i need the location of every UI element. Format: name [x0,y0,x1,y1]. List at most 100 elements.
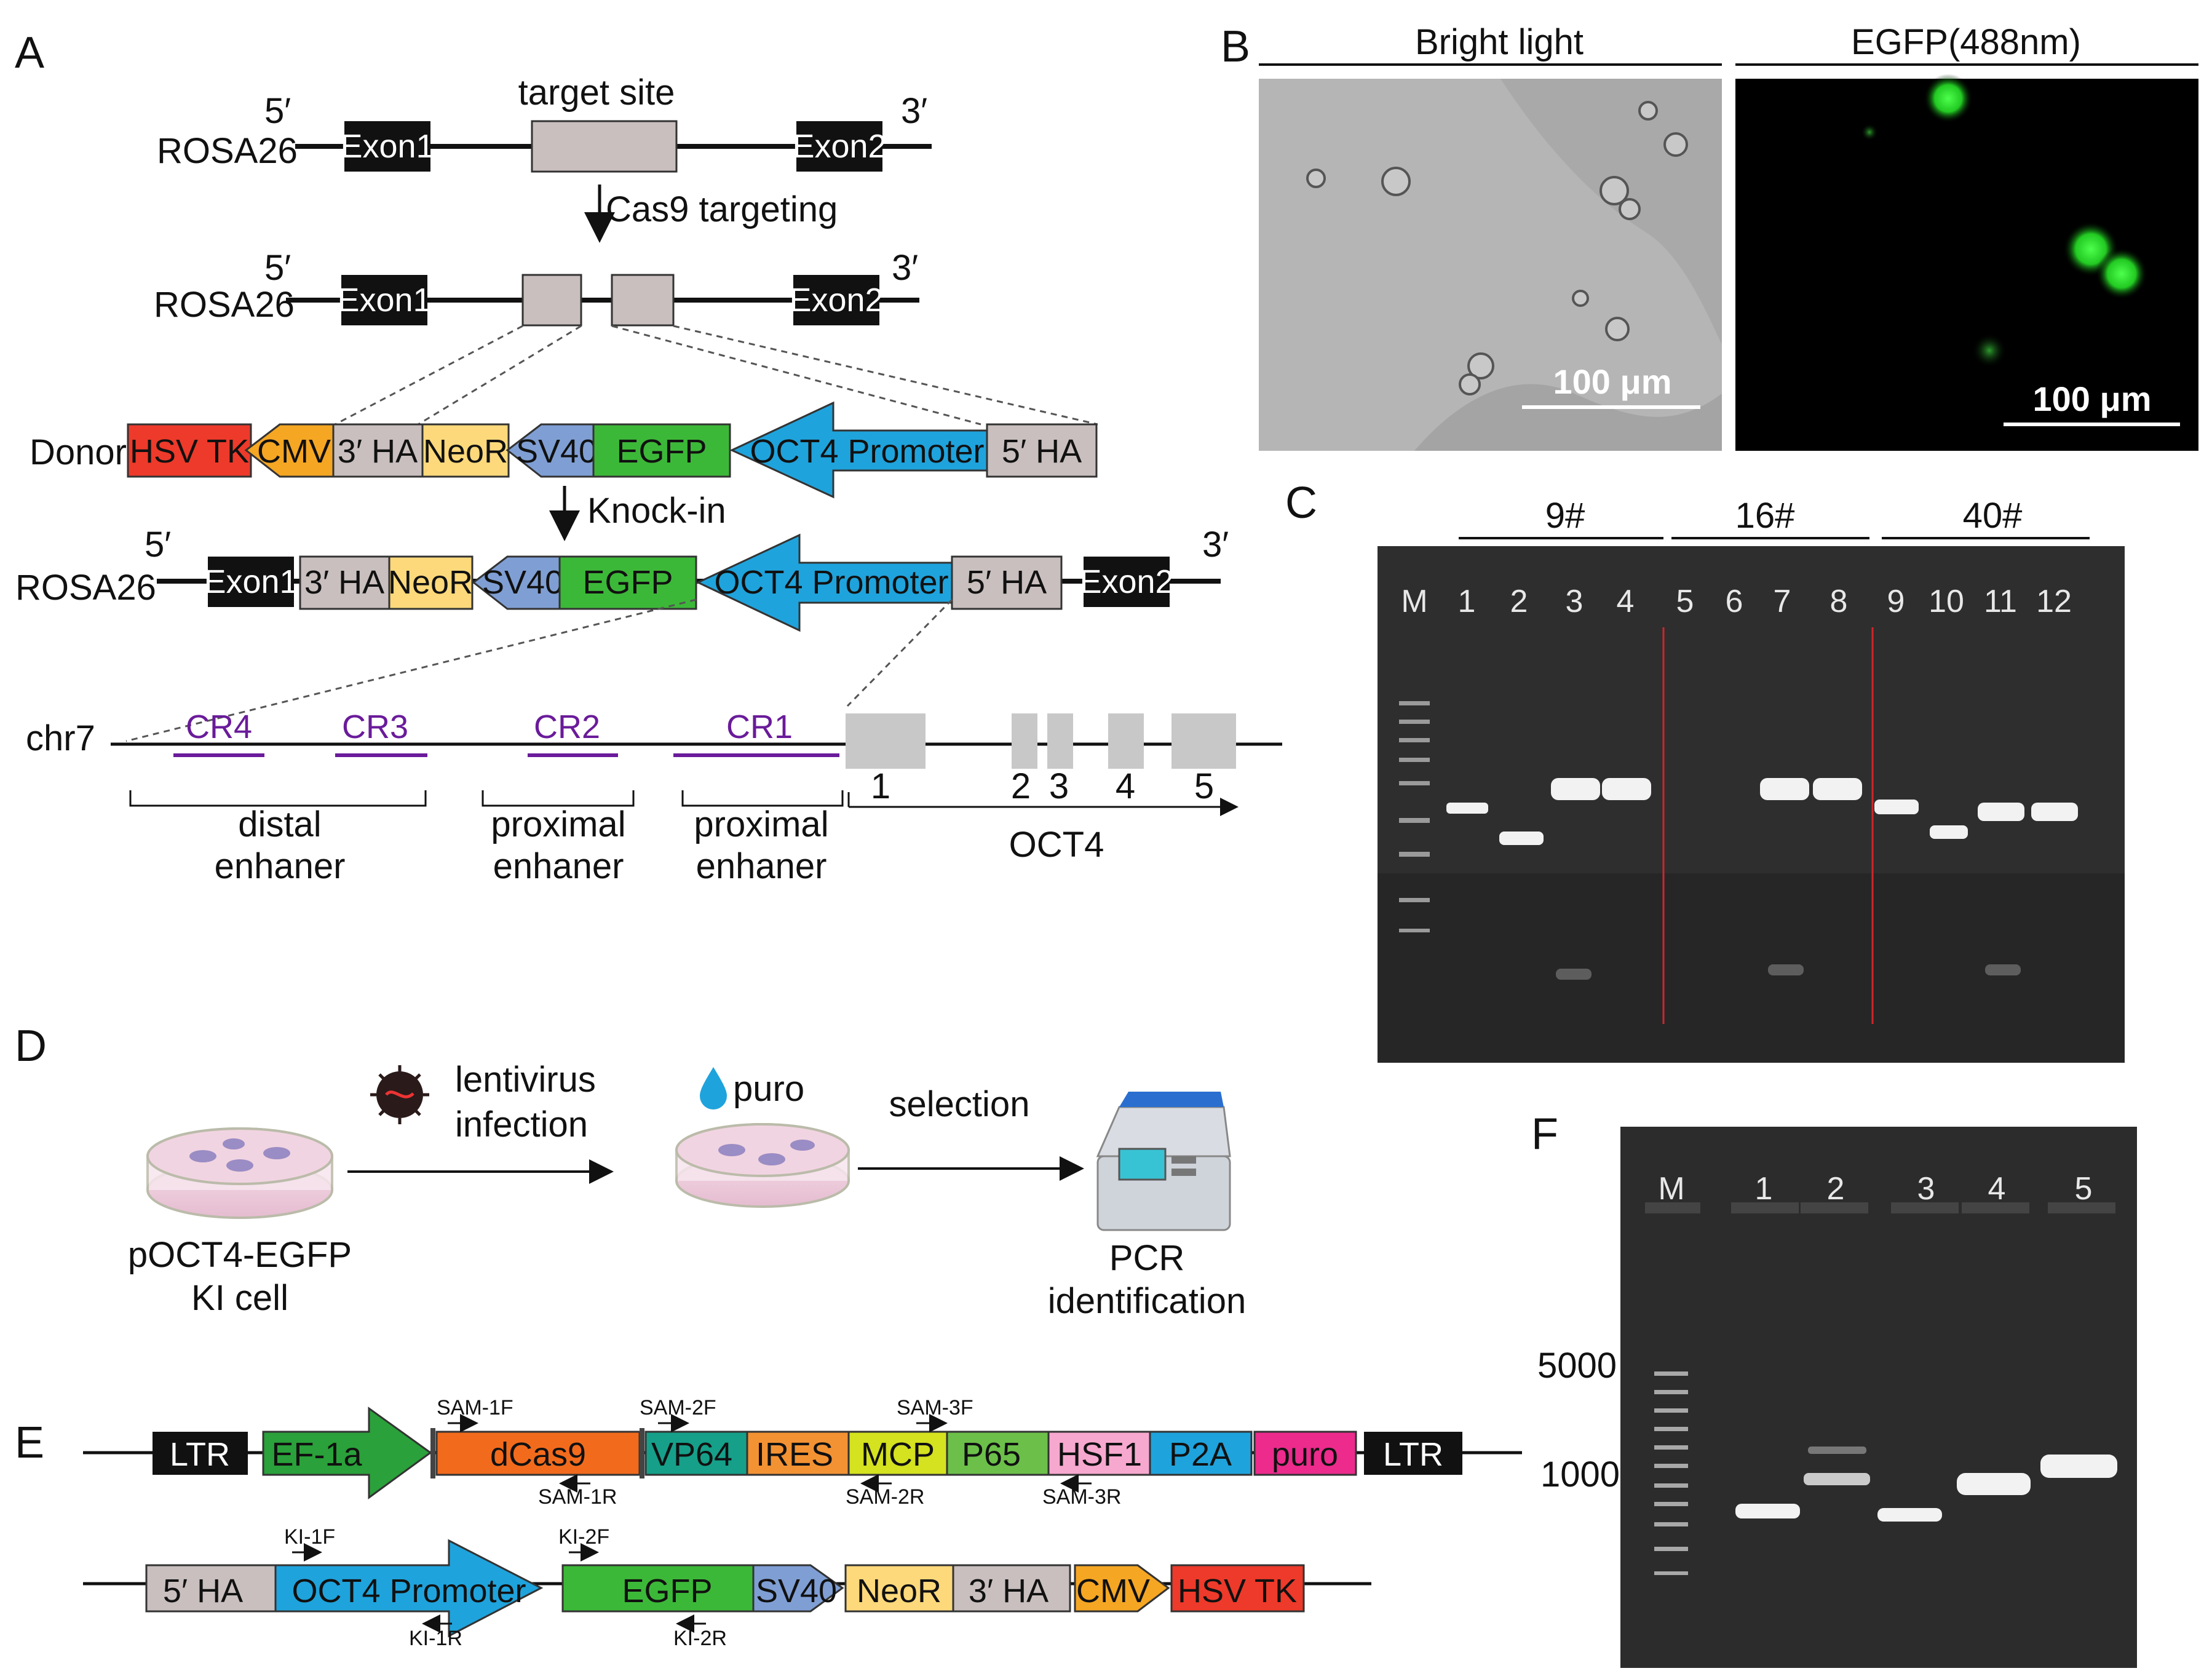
five-prime-label: 5′ [264,91,291,131]
donor-label: Donor [30,432,127,472]
donor-3ha-label: 3′ HA [338,433,418,470]
pcr-label-2: identification [1048,1281,1246,1321]
rosa26-label-2: ROSA26 [154,285,295,325]
chr7-map: chr7 CR4 CR3 CR2 CR1 1 2 3 4 5 distal [26,708,1282,886]
three-prime-label-2: 3′ [892,248,918,288]
cr3-label: CR3 [342,708,408,745]
sam-vp64 [644,1431,748,1476]
group-9: 9# [1545,496,1585,536]
donor-neor [421,423,510,478]
exon1-box-2 [341,275,427,325]
donor-hsvtk-label: HSV TK [130,433,249,470]
target-site-label: target site [518,73,675,113]
group-40: 40# [1963,496,2023,536]
gel-c-lane-10: 10 [1929,584,1964,619]
distal-label-2: enhaner [215,846,346,886]
sam-ltr-right [1364,1432,1462,1475]
sam-p2a [1149,1431,1253,1476]
infection-label: infection [455,1105,588,1145]
gel-c-band-lane-12 [2031,803,2078,821]
chr7-dash-lines [125,598,953,742]
oct4-exon2 [1012,713,1037,769]
sam-hsf1 [1047,1431,1151,1476]
primer-ki-2f: KI-2F [558,1525,609,1549]
ki-oct4-label: OCT4 Promoter [714,564,948,601]
pcr-machine-icon [1096,1092,1231,1231]
gel-c-faint-bands [1556,964,2021,980]
panel-label-e: E [15,1418,44,1467]
ki-row-hsvtk [1170,1564,1305,1613]
cas9-label: Cas9 targeting [606,189,838,229]
ki-row-oct4-label: OCT4 Promoter [291,1573,526,1609]
panel-f: F M 1 2 3 4 5 5000 1000 [1531,1109,2137,1668]
dish-icon-2 [675,1123,850,1208]
ki-row-hsvtk-label: HSV TK [1178,1573,1297,1609]
gel-c-band-lane-11 [1978,803,2024,821]
sam-p65-label: P65 [962,1436,1021,1473]
gel-c-lane-12: 12 [2036,584,2072,619]
ki-construct: 5′ HA OCT4 Promoter EGFP SV40 NeoR 3′ HA… [83,1539,1371,1638]
exon2-box-2 [793,275,879,325]
selection-label: selection [889,1084,1030,1124]
ki-5ha-label: 5′ HA [967,564,1047,601]
sam-construct: LTR EF-1a dCas9 VP64 IRES MCP P65 HSF1 P… [83,1407,1522,1499]
donor-hsvtk [127,423,252,478]
gel-c-marker-label: M [1401,584,1427,619]
ki-row-cmv-label: CMV [1076,1573,1150,1609]
bracket-distal [129,790,427,807]
ki-row-sv40 [752,1564,844,1613]
gel-f-bands [1735,1455,2117,1522]
gel-f-band-lane-3 [1877,1508,1942,1522]
donor-dash-lines [335,325,1098,426]
rosa26-knockin: 5′ 3′ ROSA26 Exon1 3′ HA NeoR SV40 EGFP … [15,525,1229,632]
gel-c-lane-6: 6 [1726,584,1743,619]
rosa26-row1: 5′ 3′ ROSA26 Exon1 target site Exon2 [157,73,932,173]
cut-site-right [611,274,675,327]
sam-ef1a-label: EF-1a [271,1436,362,1473]
oct4-exon2-num: 2 [1011,766,1031,806]
gel-c-band-lane-3 [1551,778,1600,800]
donor-egfp [592,423,731,478]
sam-ires [746,1431,850,1476]
gel-f-lane-labels: 1 2 3 4 5 [1755,1171,2093,1207]
sam-p2a-label: P2A [1169,1436,1232,1473]
gel-c-band-lane-4 [1602,778,1651,800]
panel-e: E LTR EF-1a dCas9 VP64 IRES MCP P65 HSF1… [15,1396,1522,1650]
ki-egfp-label: EGFP [582,564,673,601]
sam-ef1a [262,1407,432,1499]
primer-sam-2r: SAM-2R [846,1485,924,1509]
oct4-label: OCT4 [1009,825,1104,865]
exon1-label-2: Exon1 [337,282,431,319]
gel-c-lane-2: 2 [1510,584,1528,619]
sam-ltr-right-label: LTR [1383,1436,1443,1473]
rosa26-row2: 5′ 3′ ROSA26 Exon1 Exon2 [154,248,919,327]
oct4-exon3-num: 3 [1049,766,1069,806]
panel-label-c: C [1285,478,1317,528]
ki-sv40-label: SV40 [482,564,563,601]
target-site-box [531,120,678,173]
primer-sam-1r: SAM-1R [538,1485,617,1509]
cell-line-label-2: KI cell [191,1278,288,1318]
exon2-box [796,121,882,172]
primer-ki-1r: KI-1R [409,1627,462,1650]
ki-neor-label: NeoR [388,564,473,601]
primer-sam-3f: SAM-3F [897,1396,973,1419]
egfp-title: EGFP(488nm) [1851,22,2081,62]
oct4-exon1-num: 1 [871,766,890,806]
oct4-exon5-num: 5 [1194,766,1214,806]
ki-neor [388,555,474,610]
ki-row-cmv [1074,1564,1170,1613]
gel-c-lane-7: 7 [1774,584,1791,619]
panel-label-a: A [15,28,44,77]
ki-row-5ha [145,1564,277,1613]
knockin-label: Knock-in [587,491,726,531]
panel-label-f: F [1531,1109,1558,1159]
sam-hsf1-label: HSF1 [1057,1436,1142,1473]
exon1-box [344,121,430,172]
sam-dcas9-label: dCas9 [490,1436,586,1473]
donor-construct: Donor HSV TK CMV 3′ HA NeoR SV40 EGFP OC… [30,401,1098,499]
gel-c-lane-1: 1 [1458,584,1476,619]
lentivirus-label: lentivirus [455,1060,596,1100]
ki-exon1-label: Exon1 [204,563,298,600]
